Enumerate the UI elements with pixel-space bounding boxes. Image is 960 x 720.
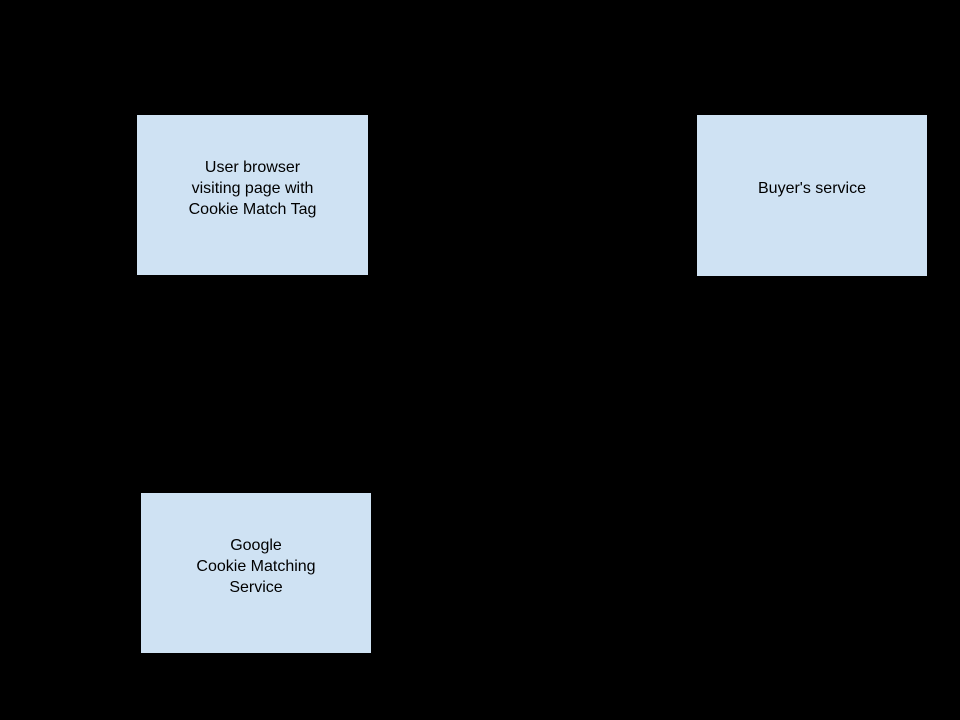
node-user-browser[interactable]: User browser visiting page with Cookie M… [136,114,369,276]
node-google-cookie-matching-service[interactable]: Google Cookie Matching Service [140,492,372,654]
node-buyers-service-label: Buyer's service [758,180,866,197]
node-buyers-service[interactable]: Buyer's service [696,114,928,277]
node-user-browser-label: User browser visiting page with Cookie M… [188,158,317,218]
node-google-cookie-matching-service-label: Google Cookie Matching Service [196,536,316,596]
